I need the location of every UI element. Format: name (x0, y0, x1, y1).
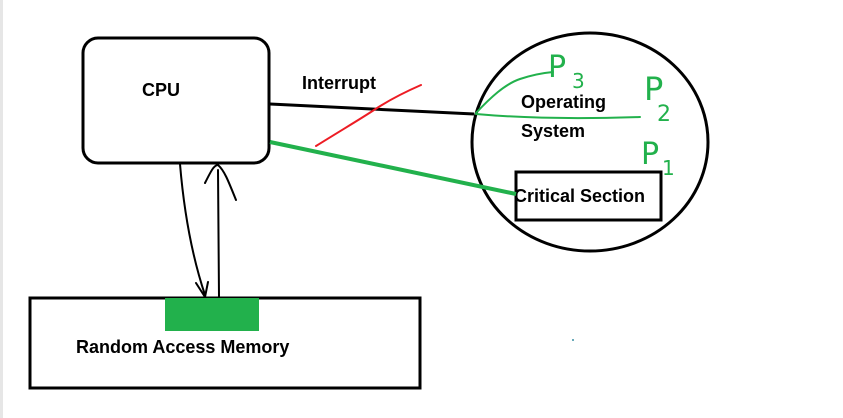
interrupt-label: Interrupt (302, 73, 376, 93)
os-label-line2: System (521, 121, 585, 141)
stray-dot (572, 339, 574, 341)
svg-text:P: P (644, 70, 663, 108)
svg-text:2: 2 (657, 102, 671, 127)
critical-section-label: Critical Section (514, 186, 645, 206)
svg-text:P: P (641, 137, 659, 172)
svg-text:P: P (548, 50, 566, 85)
cpu-to-critical-section-line (269, 140, 517, 196)
cpu-box (81, 36, 271, 165)
interrupt-strike-mark (315, 84, 422, 147)
p2-connector-stroke (475, 113, 641, 119)
ram-highlight-block (165, 298, 259, 331)
svg-text:1: 1 (662, 156, 675, 180)
ram-to-cpu-arrow (204, 164, 237, 298)
os-label-line1: Operating (521, 92, 606, 112)
cpu-to-os-line (269, 102, 475, 116)
ram-label: Random Access Memory (76, 337, 289, 357)
left-edge-strip (0, 0, 3, 418)
cpu-label: CPU (142, 80, 180, 100)
p3-connector-stroke (475, 71, 554, 114)
operating-system-circle (470, 31, 710, 253)
svg-text:3: 3 (572, 69, 585, 93)
process-label-p1: P 1 (641, 137, 675, 180)
cpu-to-ram-arrow (179, 163, 209, 298)
process-label-p2: P 2 (644, 70, 671, 127)
critical-section-box (514, 170, 663, 222)
process-label-p3: P 3 (548, 50, 585, 93)
